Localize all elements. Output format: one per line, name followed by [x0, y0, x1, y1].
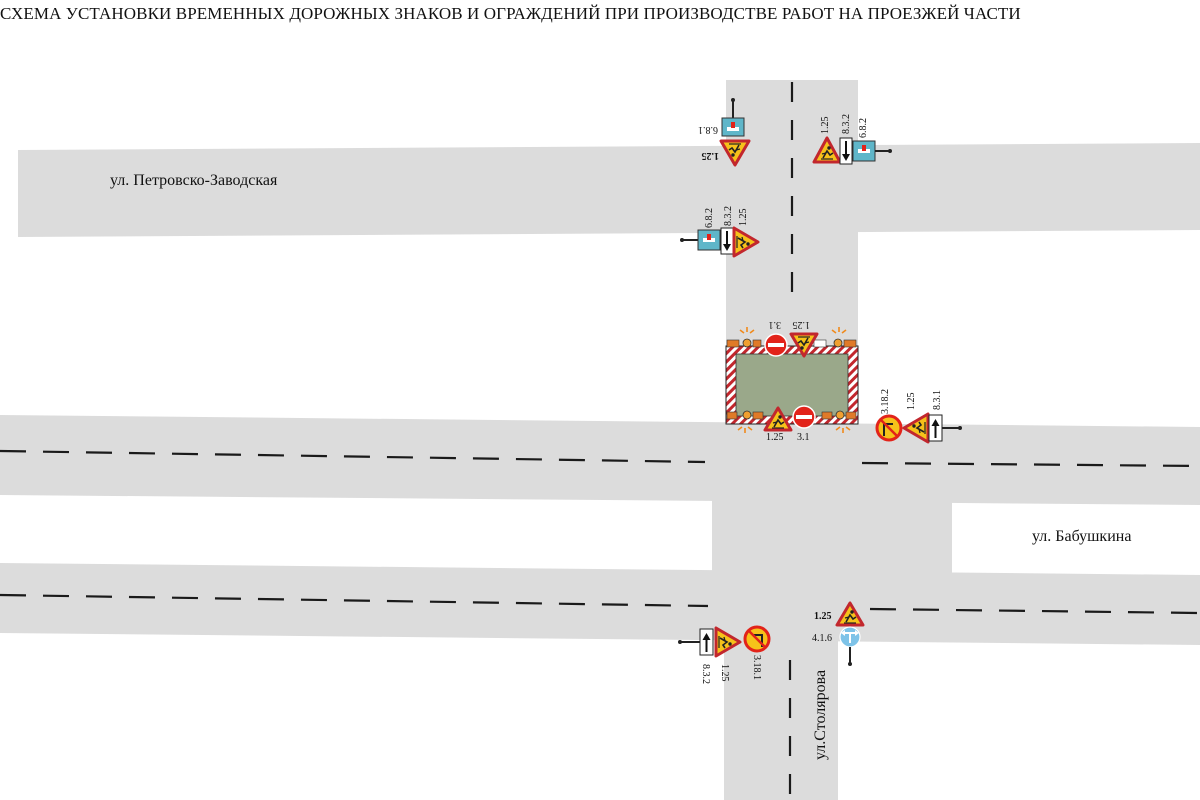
code-682-w: 6.8.2 [704, 208, 715, 228]
road-works-sign-icon [763, 406, 793, 432]
direction-arrow-sign-icon [699, 628, 714, 656]
code-31-bottom: 3.1 [797, 432, 810, 443]
code-125-sw: 1.25 [719, 664, 730, 682]
turn-direction-sign-icon [839, 626, 861, 648]
code-125-ne: 1.25 [820, 117, 831, 135]
lane-line-lower-west [0, 593, 709, 608]
code-3181-sw: 3.18.1 [751, 655, 762, 680]
code-832-ne: 8.3.2 [841, 114, 852, 134]
sign-group-north-east [812, 136, 892, 165]
street-label-stolyarova: ул.Столярова [812, 669, 829, 760]
sign-group-zone-top [764, 332, 819, 358]
sign-group-east [875, 412, 962, 444]
dead-end-sign-icon [852, 140, 876, 162]
warning-lamp-icon [831, 327, 847, 334]
street-label-petrovsko-zavodskaya: ул. Петровско-Заводская [110, 172, 278, 189]
lane-markings [0, 82, 1200, 800]
code-831-e: 8.3.1 [932, 390, 943, 410]
roads [0, 80, 1200, 800]
no-right-turn-sign-icon [875, 414, 903, 442]
lane-line-upper-east [861, 461, 1200, 468]
sign-group-zone-bottom [763, 405, 816, 432]
code-681-nw: 6.8.1 [698, 124, 718, 135]
warning-lamp-icon [737, 426, 753, 433]
sign-group-west [680, 226, 760, 258]
scheme-title: СХЕМА УСТАНОВКИ ВРЕМЕННЫХ ДОРОЖНЫХ ЗНАКО… [0, 4, 1021, 23]
warning-lamp-icon [739, 327, 755, 334]
road-babushkina-upper [0, 415, 1200, 505]
code-125-nw: 1.25 [702, 150, 720, 161]
road-works-sign-icon [789, 332, 819, 358]
work-zone [725, 327, 859, 433]
road-works-sign-icon [835, 601, 865, 627]
sign-group-south-west [678, 625, 771, 658]
code-125-top: 1.25 [793, 319, 811, 330]
code-125-se: 1.25 [814, 611, 832, 622]
road-works-sign-icon [812, 136, 842, 164]
code-31-top: 3.1 [769, 319, 782, 330]
no-entry-sign-icon [792, 405, 816, 429]
code-832-w: 8.3.2 [723, 206, 734, 226]
warning-lamp-icon [835, 426, 851, 433]
road-works-sign-icon [902, 412, 930, 444]
direction-arrow-sign-icon [839, 137, 853, 165]
barrier-row-bottom [726, 410, 857, 420]
work-zone-area [735, 353, 849, 417]
direction-arrow-sign-icon [928, 414, 943, 442]
street-label-babushkina: ул. Бабушкина [1032, 528, 1132, 545]
lane-line-upper-west [0, 449, 706, 464]
direction-arrow-sign-icon [720, 227, 734, 255]
warning-lamp-icons [737, 327, 851, 433]
road-petrovsko-zavodskaya [18, 143, 1200, 237]
sign-code-labels: 6.8.1 1.25 1.25 8.3.2 6.8.2 6.8.2 8.3.2 … [698, 114, 943, 684]
road-crossing [712, 480, 952, 620]
road-babushkina-lower [0, 563, 1200, 645]
no-entry-sign-icon [764, 333, 788, 357]
code-682-ne: 6.8.2 [858, 118, 869, 138]
no-left-turn-sign-icon [743, 625, 771, 653]
road-works-sign-icon [719, 139, 751, 167]
sign-group-north-west [719, 98, 751, 167]
lane-line-lower-east [869, 607, 1200, 615]
code-416-se: 4.1.6 [812, 633, 832, 644]
code-125-w: 1.25 [738, 209, 749, 227]
code-125-e: 1.25 [906, 393, 917, 411]
road-works-sign-icon [714, 626, 742, 658]
sign-group-south-east [835, 601, 865, 666]
code-3182-e: 3.18.2 [880, 389, 891, 414]
code-125-bottom: 1.25 [766, 432, 784, 443]
barrier-row-top [726, 338, 857, 348]
code-832-sw: 8.3.2 [700, 664, 711, 684]
dead-end-sign-icon [721, 117, 745, 137]
road-works-sign-icon [732, 226, 760, 258]
dead-end-sign-icon [697, 229, 721, 251]
